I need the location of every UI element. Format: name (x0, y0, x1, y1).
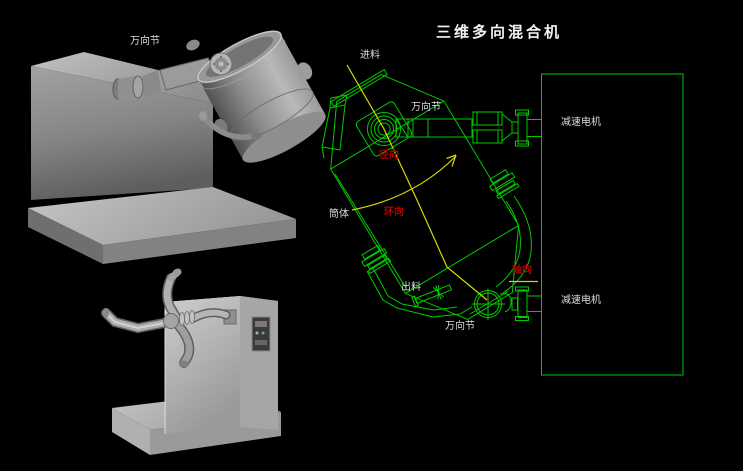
hoop-label: 环向 (384, 207, 404, 218)
rotation-arrow (351, 155, 457, 211)
lower-universal-joint (472, 286, 542, 321)
feed-plate (330, 68, 388, 108)
barrel-label: 筒体 (329, 209, 349, 220)
drum-hub (209, 52, 233, 76)
motion-annotations (346, 64, 538, 301)
control-panel (251, 316, 271, 352)
arm-collar-rings (179, 310, 195, 326)
motor-bottom-label: 减速电机 (561, 295, 601, 306)
radial-label: 径向 (379, 150, 399, 161)
motor-box (541, 73, 684, 376)
joint-top-label: 万向节 (411, 102, 441, 113)
y-shaft-arms (101, 268, 231, 368)
render-stand-photo (101, 268, 281, 455)
trunnion-flange-right (489, 169, 520, 200)
lower-fork (366, 270, 473, 318)
axis-wireframe-glyph (321, 94, 348, 159)
motor-top-label: 减速电机 (561, 117, 601, 128)
photo-joint-label: 万向节 (130, 36, 160, 47)
render-mixer-photo (28, 30, 348, 264)
discharge-label: 出料 (401, 282, 421, 293)
cad-diagram (330, 68, 684, 376)
universal-joint-arm (112, 57, 219, 100)
trunnion-flange-left (361, 244, 392, 275)
axis-line (346, 64, 488, 301)
upper-shaft (395, 109, 542, 147)
page-title: 三维多向混合机 (436, 23, 563, 41)
axial-label: 轴向 (512, 265, 532, 276)
joint-bottom-label: 万向节 (445, 321, 475, 332)
discharge-tube (411, 284, 453, 308)
drum-outline (330, 74, 520, 320)
feed-label: 进料 (360, 50, 380, 61)
